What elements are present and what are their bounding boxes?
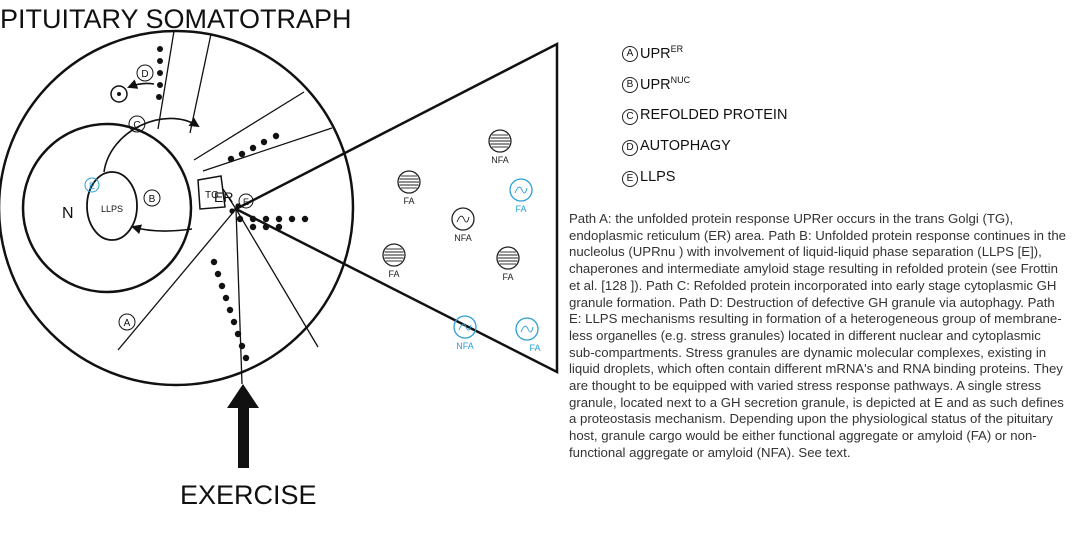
legend: A UPRER B UPRNUC C REFOLDED PROTEIN D AU…	[622, 44, 1022, 200]
label-d: D	[141, 69, 148, 80]
granule-label: NFA	[454, 233, 472, 243]
llps-label: LLPS	[101, 204, 123, 214]
trans-golgi	[197, 175, 226, 210]
legend-letter-b: B	[622, 77, 638, 94]
granule-label: NFA	[456, 341, 474, 351]
legend-letter-d: D	[622, 139, 638, 156]
autophagy-granule	[117, 92, 121, 96]
granule-8: FA	[515, 317, 541, 353]
diagram-title: PITUITARY SOMATOTRAPH	[0, 4, 352, 34]
legend-letter-c: C	[622, 108, 638, 125]
granule-label: FA	[388, 269, 399, 279]
exercise-arrow	[227, 384, 259, 468]
label-a: A	[124, 318, 131, 329]
legend-item-c: C REFOLDED PROTEIN	[622, 107, 1022, 138]
label-e-er-circle: E	[238, 193, 254, 209]
label-e-er: E	[243, 197, 249, 207]
granule-label: FA	[515, 204, 526, 214]
granule-label: FA	[529, 343, 540, 353]
legend-text-e: LLPS	[640, 169, 676, 186]
label-b: B	[149, 194, 156, 205]
er-label: ER	[214, 189, 233, 205]
label-b-circle: B	[143, 189, 161, 207]
nucleolus	[86, 171, 138, 241]
exercise-label: EXERCISE	[180, 480, 317, 510]
granule-2: NFA	[488, 129, 512, 165]
label-e-circle: E	[84, 177, 100, 193]
magnified-wedge	[233, 41, 559, 375]
legend-letter-e: E	[622, 171, 638, 188]
legend-sup-b: NUC	[670, 75, 691, 86]
autophagy-vesicle	[110, 85, 128, 103]
granule-3: FA	[509, 178, 533, 214]
nucleus	[21, 122, 193, 294]
granule-label: NFA	[491, 155, 509, 165]
legend-item-a: A UPRER	[622, 44, 1022, 75]
legend-sup-a: ER	[670, 44, 684, 54]
granule-label: FA	[502, 272, 513, 282]
granule-group: FA NFA FA NFA FA FA NFA FA	[382, 129, 541, 353]
legend-item-b: B UPRNUC	[622, 75, 1022, 106]
granule-6: FA	[496, 246, 520, 282]
label-a-circle: A	[118, 313, 136, 331]
granule-1: FA	[397, 170, 421, 206]
granule-4: NFA	[451, 207, 475, 243]
nucleus-label: N	[62, 205, 74, 222]
cell-membrane	[0, 29, 355, 387]
figure-caption: Path A: the unfolded protein response UP…	[569, 211, 1066, 460]
legend-item-e: E LLPS	[622, 169, 1022, 200]
label-e: E	[89, 181, 95, 191]
granule-label: FA	[403, 196, 414, 206]
legend-text-d: AUTOPHAGY	[640, 137, 731, 154]
legend-text-b: UPR	[640, 77, 671, 94]
path-c-arrow	[103, 117, 200, 173]
label-c-circle: C	[128, 115, 146, 133]
granule-5: FA	[382, 243, 406, 279]
legend-text-a: UPR	[640, 45, 671, 62]
granule-dots	[156, 46, 309, 362]
label-d-circle: D	[136, 64, 154, 82]
granule-7: NFA	[453, 315, 477, 351]
tg-label: TG	[205, 190, 219, 201]
legend-letter-a: A	[622, 46, 638, 62]
path-b-arrow	[131, 224, 193, 235]
label-c: C	[133, 120, 140, 131]
path-d-arrow	[127, 79, 155, 89]
sector-lines	[117, 30, 333, 385]
legend-text-c: REFOLDED PROTEIN	[640, 106, 788, 123]
legend-item-d: D AUTOPHAGY	[622, 138, 1022, 169]
